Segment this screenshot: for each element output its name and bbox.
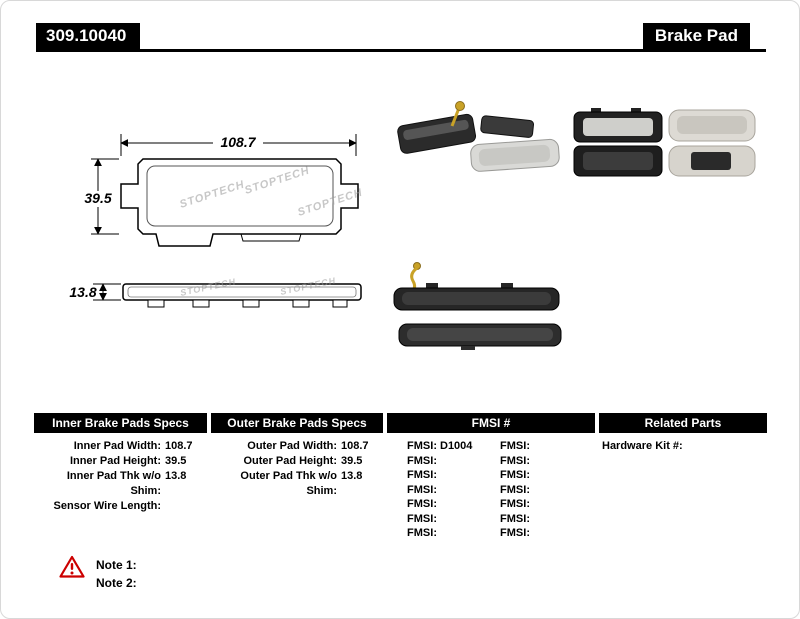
related-parts-header: Related Parts: [599, 413, 767, 433]
fmsi-row: FMSI: FMSI:: [387, 468, 595, 483]
spec-row: Outer Pad Width: 108.7: [211, 439, 383, 454]
fmsi-label: FMSI:: [500, 527, 530, 539]
spec-value: 39.5: [165, 455, 187, 467]
outer-specs-header-label: Outer Brake Pads Specs: [227, 416, 367, 430]
fmsi-row: FMSI: FMSI:: [387, 454, 595, 469]
fmsi-row: FMSI: FMSI:: [387, 497, 595, 512]
fmsi-column: FMSI: D1004 FMSI: FMSI: FMSI: FMSI: FMSI…: [387, 439, 595, 541]
fmsi-label: FMSI:: [500, 454, 530, 467]
spec-label: Inner Pad Height:: [69, 455, 161, 467]
fmsi-label: FMSI:: [500, 440, 530, 452]
spec-label: Inner Pad Thk w/o Shim:: [66, 470, 161, 497]
spec-label: Outer Pad Width:: [247, 440, 337, 452]
product-title-badge: Brake Pad: [642, 23, 750, 49]
spec-value: 13.8: [341, 470, 363, 482]
pad-side-view: STOPTECH STOPTECH: [122, 275, 362, 308]
fmsi-value: [437, 526, 480, 541]
pad-front-view: STOPTECH STOPTECH STOPTECH: [120, 158, 364, 247]
spec-value: 13.8: [165, 470, 187, 482]
pad-photo-cluster-2: [573, 108, 756, 177]
inner-specs-header: Inner Brake Pads Specs: [34, 413, 207, 433]
fmsi-value: [530, 512, 595, 527]
fmsi-row: FMSI: FMSI:: [387, 483, 595, 498]
fmsi-label: FMSI:: [407, 483, 437, 496]
fmsi-row: FMSI: FMSI:: [387, 512, 595, 527]
fmsi-label: FMSI:: [407, 454, 437, 467]
fmsi-label: FMSI:: [500, 469, 530, 481]
note-1: Note 1:: [96, 558, 137, 572]
height-dim-label: 39.5: [84, 190, 111, 206]
technical-drawing: 108.7 39.5 STOPTECH STOPTECH STOPTECH 13…: [69, 101, 756, 350]
fmsi-label: FMSI:: [407, 512, 437, 525]
fmsi-value: [530, 468, 595, 483]
fmsi-value: [530, 497, 595, 512]
spec-label: Sensor Wire Length:: [53, 500, 161, 512]
spec-value: 39.5: [341, 455, 363, 467]
related-row: Hardware Kit #:: [602, 439, 767, 454]
fmsi-label: FMSI:: [500, 498, 530, 510]
spec-label: Outer Pad Thk w/o Shim:: [240, 470, 337, 497]
dimension-width: 108.7: [120, 134, 357, 156]
pad-photo-cluster-1: [397, 101, 560, 172]
spec-row: Inner Pad Height: 39.5: [34, 454, 207, 469]
fmsi-value: D1004: [440, 440, 473, 452]
dimension-height: 39.5: [77, 158, 119, 235]
fmsi-value: [437, 483, 480, 498]
note-2: Note 2:: [96, 576, 137, 590]
fmsi-header: FMSI #: [387, 413, 595, 433]
sensor-wire: [450, 107, 461, 127]
fmsi-row: FMSI: D1004 FMSI:: [387, 439, 595, 454]
fmsi-value: [530, 439, 595, 454]
related-parts-column: Hardware Kit #:: [602, 439, 767, 454]
thickness-dim-label: 13.8: [69, 284, 96, 300]
spec-label: Inner Pad Width:: [73, 440, 161, 452]
part-number-badge: 309.10040: [36, 23, 141, 49]
fmsi-value: [437, 512, 480, 527]
fmsi-value: [530, 454, 595, 469]
fmsi-value: [530, 483, 595, 498]
spec-row: Inner Pad Thk w/o Shim: 13.8: [34, 469, 207, 499]
fmsi-label: FMSI:: [500, 512, 530, 525]
fmsi-label: FMSI:: [407, 440, 437, 452]
inner-specs-column: Inner Pad Width: 108.7 Inner Pad Height:…: [34, 439, 207, 514]
pad-photo-cluster-3: [393, 262, 562, 350]
fmsi-row: FMSI: FMSI:: [387, 526, 595, 541]
spec-row: Outer Pad Thk w/o Shim: 13.8: [211, 469, 383, 499]
related-parts-header-label: Related Parts: [644, 416, 722, 430]
fmsi-value: [437, 454, 480, 469]
header: 309.10040 Brake Pad: [36, 23, 766, 52]
outer-specs-column: Outer Pad Width: 108.7 Outer Pad Height:…: [211, 439, 383, 499]
outer-specs-header: Outer Brake Pads Specs: [211, 413, 383, 433]
spec-row: Outer Pad Height: 39.5: [211, 454, 383, 469]
width-dim-label: 108.7: [220, 134, 256, 150]
fmsi-label: FMSI:: [407, 469, 437, 481]
fmsi-label: FMSI:: [407, 498, 437, 510]
fmsi-header-label: FMSI #: [471, 416, 511, 430]
fmsi-label: FMSI:: [407, 527, 437, 539]
related-label: Hardware Kit #:: [602, 440, 683, 452]
inner-specs-header-label: Inner Brake Pads Specs: [52, 416, 189, 430]
product-title: Brake Pad: [654, 26, 738, 45]
fmsi-value: [530, 526, 595, 541]
dimension-thickness: 13.8: [69, 283, 121, 301]
fmsi-label: FMSI:: [500, 483, 530, 496]
warning-icon: [59, 555, 85, 578]
part-number: 309.10040: [46, 26, 127, 45]
spec-row: Sensor Wire Length:: [34, 499, 207, 514]
fmsi-value: [437, 497, 480, 512]
spec-value: [161, 499, 207, 514]
spec-label: Outer Pad Height:: [243, 455, 337, 467]
spec-value: 108.7: [341, 440, 369, 452]
spec-value: 108.7: [165, 440, 193, 452]
spec-row: Inner Pad Width: 108.7: [34, 439, 207, 454]
fmsi-value: [437, 468, 480, 483]
